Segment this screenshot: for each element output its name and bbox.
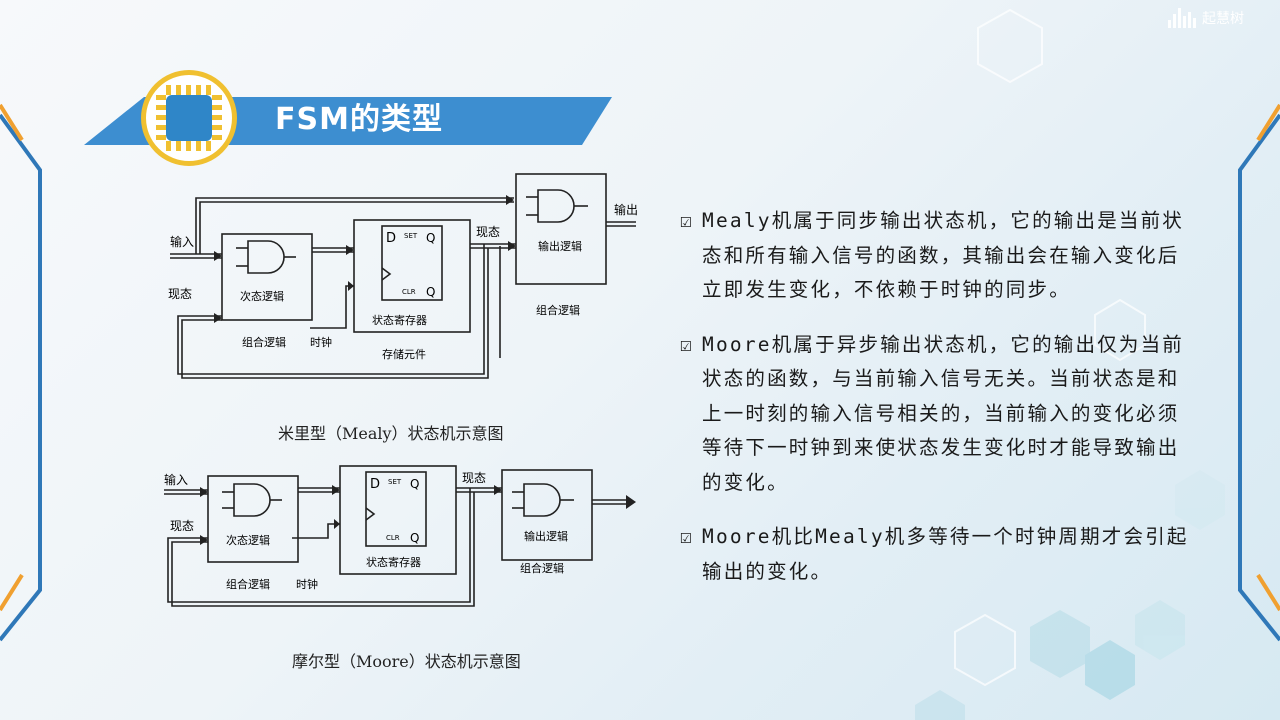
moore-diagram: 输入 现态 现态 次态逻辑 状态寄存器 输出逻辑 组合逻辑 组合逻辑 时钟 D … [164,465,636,607]
bullet-item: ☑ Moore机属于异步输出状态机，它的输出仅为当前状态的函数，与当前输入信号无… [680,328,1200,501]
moore-clock-label: 时钟 [296,577,318,591]
mealy-diagram: 输入 现态 现态 次态逻辑 状态寄存器 输出逻辑 输出 组合逻辑 组合逻辑 时钟… [168,173,638,379]
left-side-decoration [0,103,42,642]
moore-ff-clr: CLR [386,534,400,542]
logo-text: 起慧树 [1202,11,1244,27]
checkbox-icon: ☑ [680,525,694,548]
moore-state-label-right: 现态 [462,471,486,485]
mealy-ff-q: Q [426,231,435,245]
mealy-clock-label: 时钟 [310,335,332,349]
moore-output-logic: 输出逻辑 [524,529,568,543]
mealy-next-state-logic: 次态逻辑 [240,289,284,303]
mealy-ff-set: SET [404,232,418,240]
chip-badge [141,70,237,166]
mealy-state-label-left: 现态 [168,287,192,301]
mealy-comb-logic-left: 组合逻辑 [242,335,286,349]
moore-next-state-logic: 次态逻辑 [226,533,270,547]
mealy-output-label: 输出 [614,202,638,217]
moore-ff-set: SET [388,478,402,486]
brand-logo: 起慧树 [1168,8,1244,28]
mealy-storage-label: 存储元件 [382,347,426,361]
mealy-ff-d: D [386,231,396,246]
bars-icon [1168,8,1196,28]
moore-ff-q-bar: Q [410,531,419,545]
mealy-input-label: 输入 [170,234,194,249]
moore-ff-q: Q [410,477,419,491]
bullet-item: ☑ Moore机比Mealy机多等待一个时钟周期才会引起输出的变化。 [680,520,1200,589]
bullet-text: Mealy机属于同步输出状态机，它的输出是当前状态和所有输入信号的函数，其输出会… [702,209,1185,301]
mealy-output-logic: 输出逻辑 [538,239,582,253]
moore-comb-logic-left: 组合逻辑 [226,577,270,591]
right-side-decoration [1238,103,1280,642]
chip-icon [156,85,222,151]
moore-caption: 摩尔型（Moore）状态机示意图 [292,652,521,671]
bullet-text: Moore机属于异步输出状态机，它的输出仅为当前状态的函数，与当前输入信号无关。… [702,332,1185,494]
mealy-ff-q-bar: Q [426,285,435,299]
moore-ff-d: D [370,477,380,492]
mealy-state-register: 状态寄存器 [372,313,427,327]
moore-input-label: 输入 [164,472,188,487]
moore-state-register: 状态寄存器 [366,555,421,569]
bullet-text: Moore机比Mealy机多等待一个时钟周期才会引起输出的变化。 [702,525,1189,583]
bullet-item: ☑ Mealy机属于同步输出状态机，它的输出是当前状态和所有输入信号的函数，其输… [680,204,1200,308]
mealy-ff-clr: CLR [402,288,416,296]
bullet-list: ☑ Mealy机属于同步输出状态机，它的输出是当前状态和所有输入信号的函数，其输… [680,204,1200,609]
checkbox-icon: ☑ [680,209,694,232]
mealy-state-label-right: 现态 [476,225,500,239]
checkbox-icon: ☑ [680,332,694,356]
moore-comb-logic-right: 组合逻辑 [520,561,564,575]
mealy-caption: 米里型（Mealy）状态机示意图 [278,424,504,443]
moore-state-label-left: 现态 [170,519,194,533]
page-title: FSM的类型 [275,102,443,137]
mealy-comb-logic-right: 组合逻辑 [536,303,580,317]
